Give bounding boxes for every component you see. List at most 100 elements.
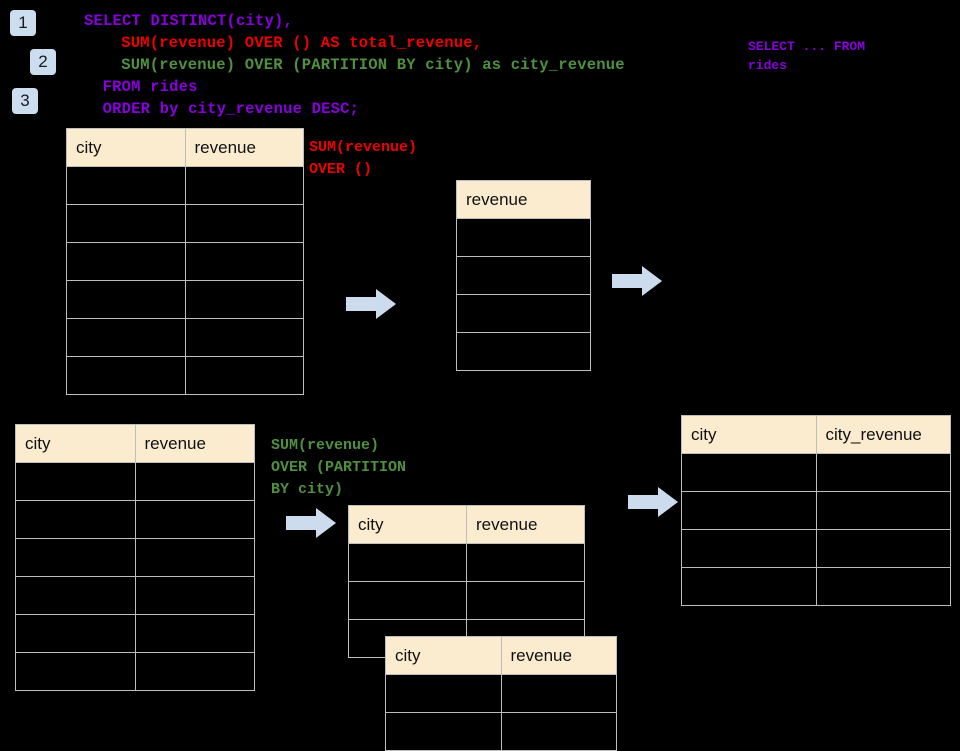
step-badge-3: 3 (12, 88, 38, 114)
table-header-row: revenue (456, 180, 591, 219)
cell-revenue (134, 576, 255, 615)
source-table-top: city revenue (66, 128, 304, 395)
sql-line-from: FROM rides (102, 78, 198, 96)
column-header-revenue: revenue (500, 636, 617, 675)
table-row (15, 462, 255, 501)
table-row (348, 543, 585, 582)
table-row (15, 538, 255, 577)
step-badge-2: 2 (30, 49, 56, 75)
table-row (66, 318, 304, 357)
column-header-city: city (15, 424, 136, 463)
arrow-right-icon (612, 266, 662, 296)
cell-city-revenue (815, 491, 951, 530)
cell-city (681, 567, 817, 606)
table-row (385, 674, 617, 713)
cell-revenue (184, 280, 304, 319)
cell-revenue (500, 674, 617, 713)
column-header-city: city (385, 636, 502, 675)
sql-line-select: SELECT DISTINCT(city), (84, 12, 294, 30)
table-row (66, 280, 304, 319)
table-row (681, 529, 951, 568)
arrow-right-icon (346, 289, 396, 319)
table-row (385, 712, 617, 751)
cell-revenue (184, 242, 304, 281)
cell-revenue (184, 166, 304, 205)
column-header-city-revenue: city_revenue (815, 415, 951, 454)
cell-city (385, 712, 502, 751)
cell-city (15, 538, 136, 577)
note-select-from-rides: SELECT ... FROM rides (748, 39, 866, 73)
table-row (15, 652, 255, 691)
source-table-bottom: city revenue (15, 424, 255, 691)
cell-revenue (456, 294, 591, 333)
column-header-revenue: revenue (184, 128, 304, 167)
table-row (456, 256, 591, 295)
cell-city (681, 529, 817, 568)
cell-revenue (466, 581, 585, 620)
cell-city (681, 453, 817, 492)
table-header-row: city revenue (66, 128, 304, 167)
table-row (66, 356, 304, 395)
cell-revenue (456, 332, 591, 371)
table-header-row: city city_revenue (681, 415, 951, 454)
table-row (456, 218, 591, 257)
sql-line-total-revenue: SUM(revenue) OVER () AS total_revenue, (121, 34, 483, 52)
column-header-city: city (681, 415, 817, 454)
cell-city-revenue (815, 529, 951, 568)
step-badge-1: 1 (10, 10, 36, 36)
cell-city (348, 543, 467, 582)
column-header-revenue: revenue (134, 424, 255, 463)
table-header-row: city revenue (348, 505, 585, 544)
cell-city (66, 204, 186, 243)
cell-city (681, 491, 817, 530)
table-row (456, 332, 591, 371)
table-row (15, 500, 255, 539)
cell-city (15, 614, 136, 653)
table-row (66, 242, 304, 281)
result-table: city city_revenue (681, 415, 951, 606)
cell-city-revenue (815, 453, 951, 492)
table-row (681, 491, 951, 530)
cell-city (348, 581, 467, 620)
column-header-city: city (66, 128, 186, 167)
annotation-sum-over-partition: SUM(revenue) OVER (PARTITION BY city) (271, 437, 407, 498)
table-header-row: city revenue (385, 636, 617, 675)
table-row (681, 567, 951, 606)
cell-revenue (184, 318, 304, 357)
arrow-right-icon (628, 487, 678, 517)
cell-revenue (456, 256, 591, 295)
cell-revenue (134, 652, 255, 691)
cell-city (15, 652, 136, 691)
table-row (456, 294, 591, 333)
cell-city (66, 356, 186, 395)
cell-city (385, 674, 502, 713)
cell-city (66, 166, 186, 205)
cell-city (15, 500, 136, 539)
cell-revenue (466, 543, 585, 582)
table-row (66, 204, 304, 243)
cell-revenue (500, 712, 617, 751)
cell-city (15, 462, 136, 501)
table-row (681, 453, 951, 492)
arrow-right-icon (286, 508, 336, 538)
total-revenue-table: revenue (456, 180, 591, 371)
column-header-city: city (348, 505, 467, 544)
cell-city-revenue (815, 567, 951, 606)
cell-city (66, 318, 186, 357)
cell-city (66, 280, 186, 319)
column-header-revenue: revenue (456, 180, 591, 219)
table-row (348, 581, 585, 620)
sql-line-city-revenue: SUM(revenue) OVER (PARTITION BY city) as… (121, 56, 625, 74)
table-row (15, 614, 255, 653)
cell-revenue (184, 356, 304, 395)
sql-line-order-by: ORDER by city_revenue DESC; (102, 100, 360, 118)
table-row (66, 166, 304, 205)
table-header-row: city revenue (15, 424, 255, 463)
annotation-sum-over-empty: SUM(revenue) OVER () (309, 139, 418, 178)
cell-revenue (456, 218, 591, 257)
column-header-revenue: revenue (466, 505, 585, 544)
cell-city (66, 242, 186, 281)
cell-revenue (134, 500, 255, 539)
cell-revenue (134, 462, 255, 501)
cell-revenue (134, 614, 255, 653)
